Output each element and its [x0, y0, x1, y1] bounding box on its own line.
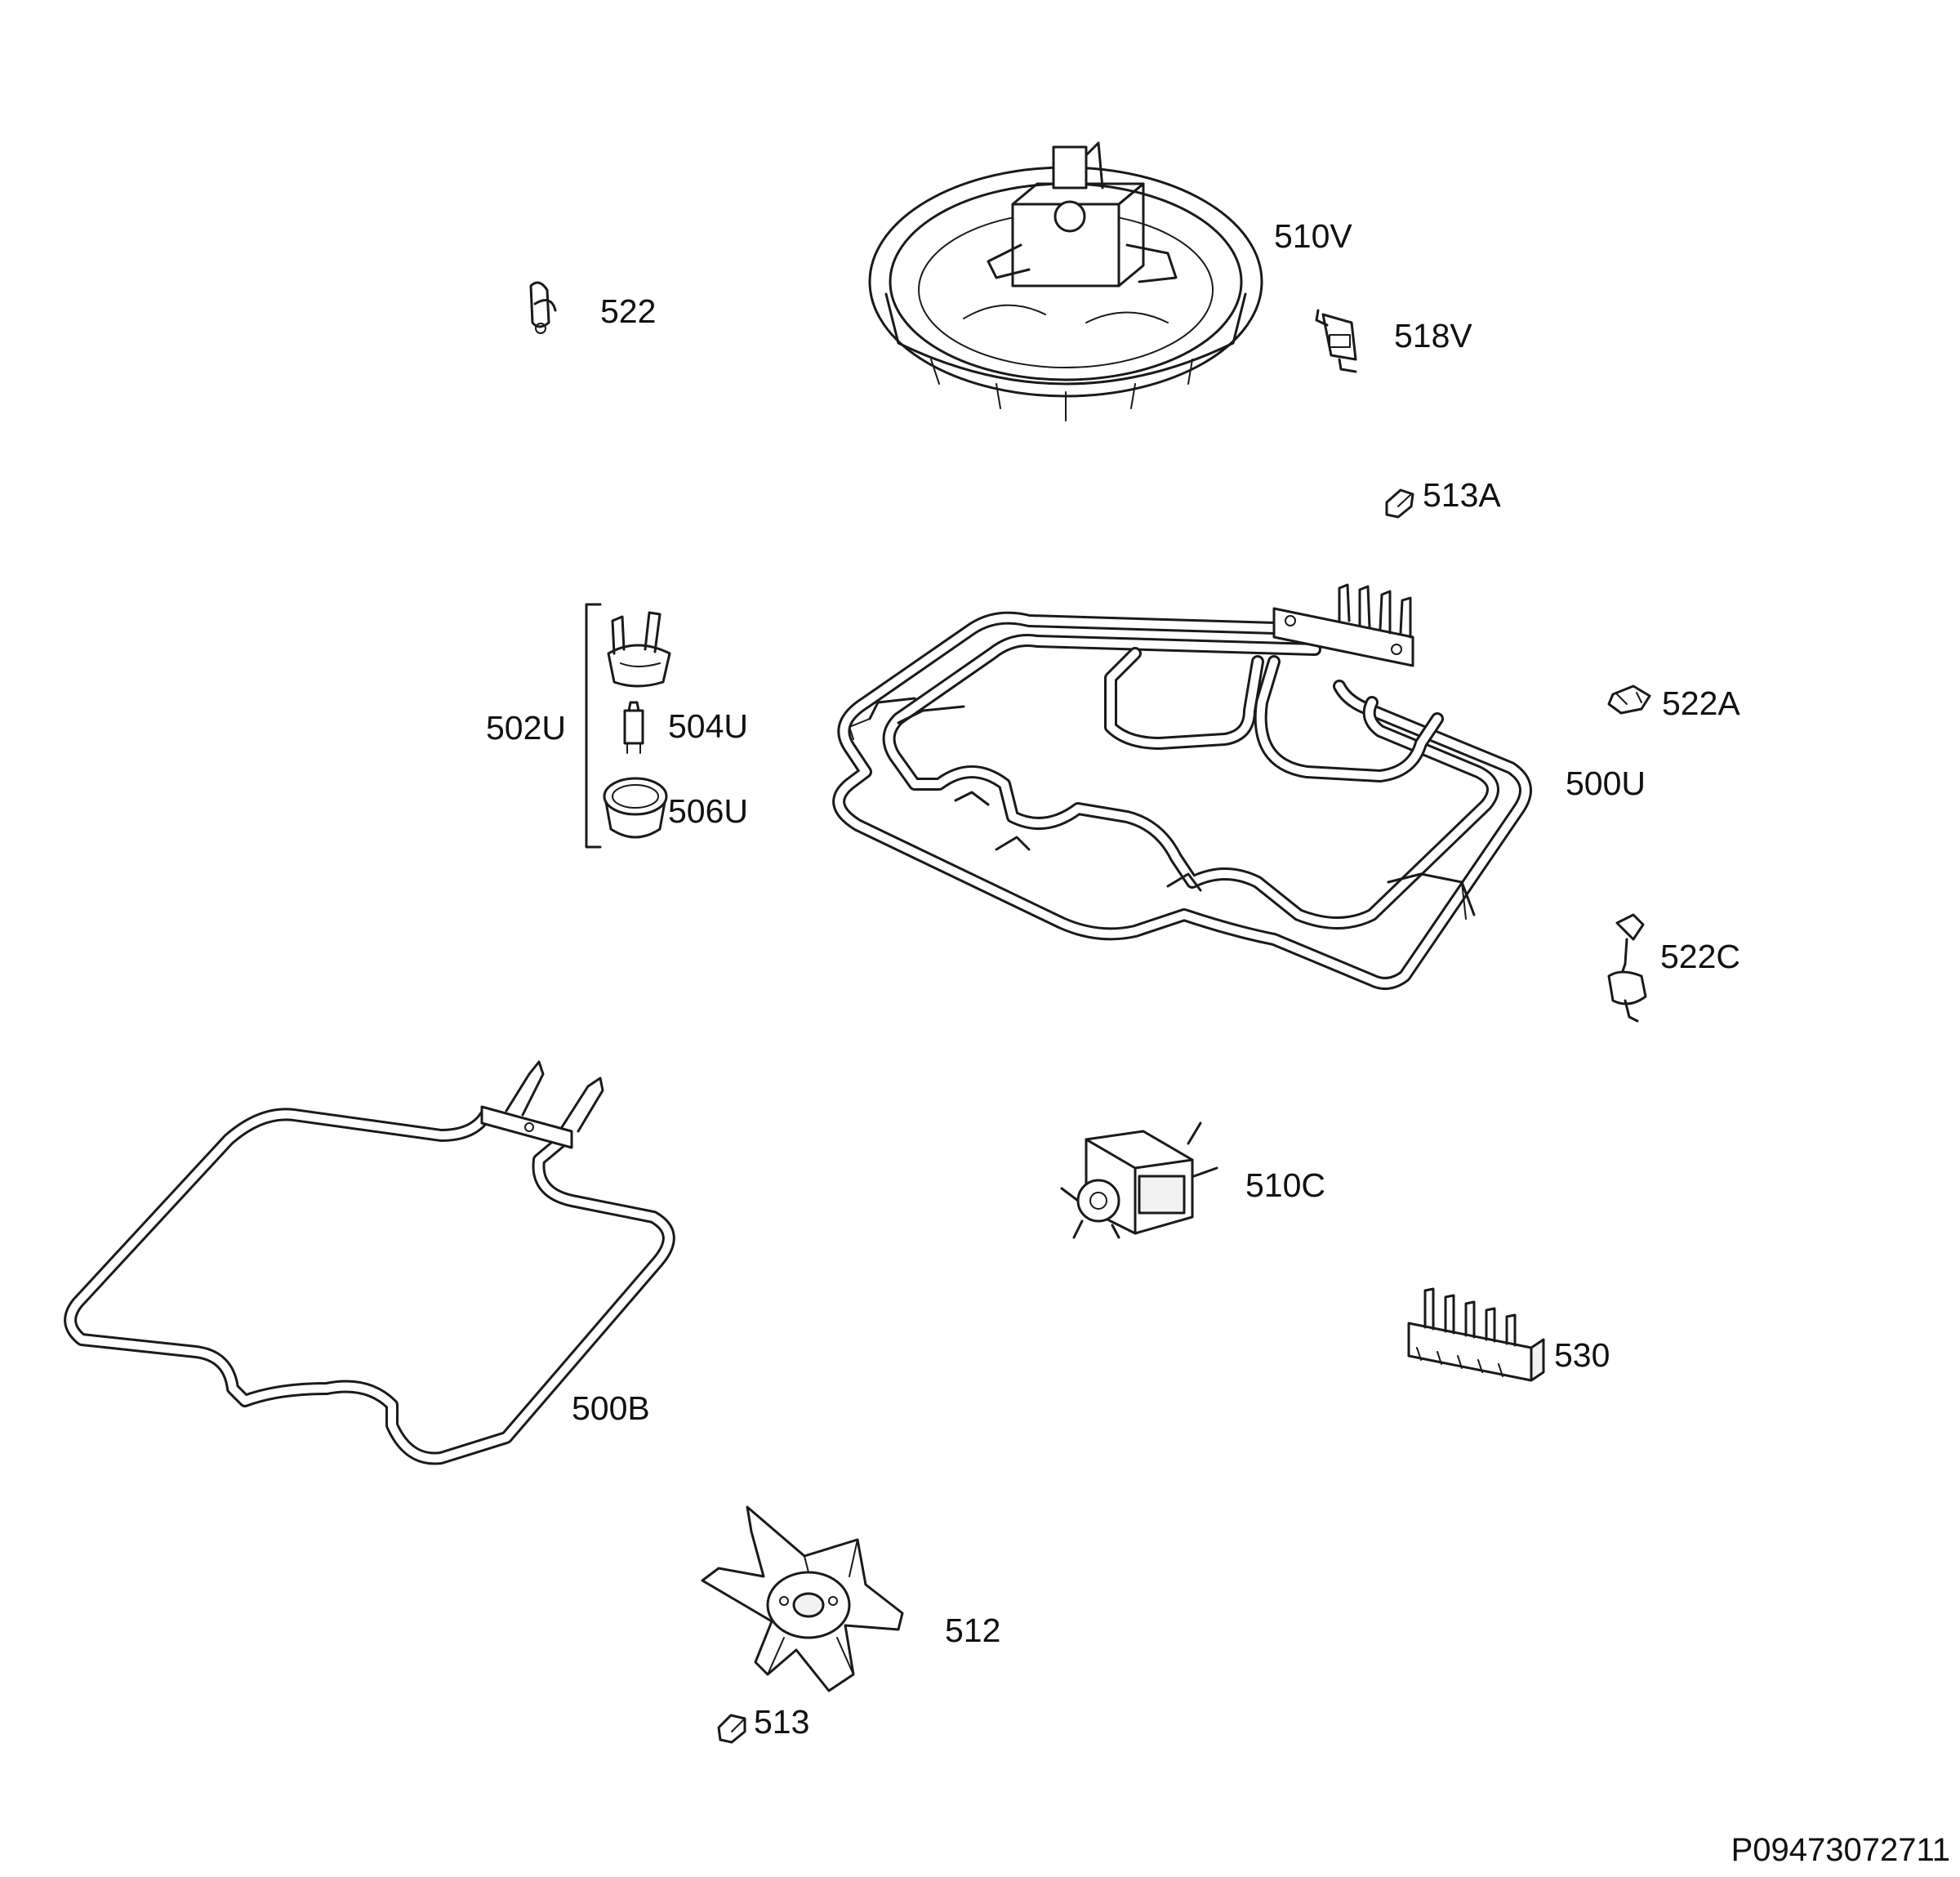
- label-530: 530: [1554, 1336, 1610, 1374]
- part-502U-bracket: [585, 603, 602, 849]
- part-lamp-holder: [607, 611, 671, 688]
- label-504U: 504U: [668, 707, 748, 745]
- part-518V-bracket: [1315, 309, 1357, 373]
- label-513: 513: [754, 1703, 809, 1741]
- part-530-terminal-block: [1407, 1287, 1545, 1382]
- part-510V-fan-housing: [868, 141, 1263, 421]
- label-522C: 522C: [1660, 938, 1740, 975]
- part-512-fan-blade: [701, 1505, 904, 1692]
- label-502U: 502U: [486, 709, 566, 747]
- part-513A-nut: [1385, 488, 1414, 519]
- part-522C-sensor-clip: [1607, 913, 1647, 1023]
- label-513A: 513A: [1423, 476, 1501, 514]
- label-512: 512: [945, 1612, 1000, 1649]
- part-510C-fan-motor: [1060, 1121, 1218, 1239]
- part-500U-grill-element: [832, 583, 1532, 990]
- part-522-clip: [529, 281, 557, 334]
- part-513-nut: [717, 1714, 746, 1744]
- label-510V: 510V: [1274, 217, 1352, 255]
- label-506U: 506U: [668, 792, 748, 830]
- label-522: 522: [600, 292, 656, 330]
- part-522A-clip: [1607, 684, 1651, 715]
- label-500U: 500U: [1566, 765, 1646, 802]
- part-504U-lamp-bulb: [623, 701, 644, 754]
- label-518V: 518V: [1394, 317, 1472, 354]
- label-500B: 500B: [572, 1389, 650, 1427]
- part-500B-bottom-element: [64, 1060, 675, 1465]
- label-510C: 510C: [1245, 1166, 1325, 1204]
- document-code: P09473072711: [1731, 1832, 1950, 1868]
- part-506U-lamp-cover: [603, 777, 668, 839]
- label-522A: 522A: [1662, 684, 1740, 722]
